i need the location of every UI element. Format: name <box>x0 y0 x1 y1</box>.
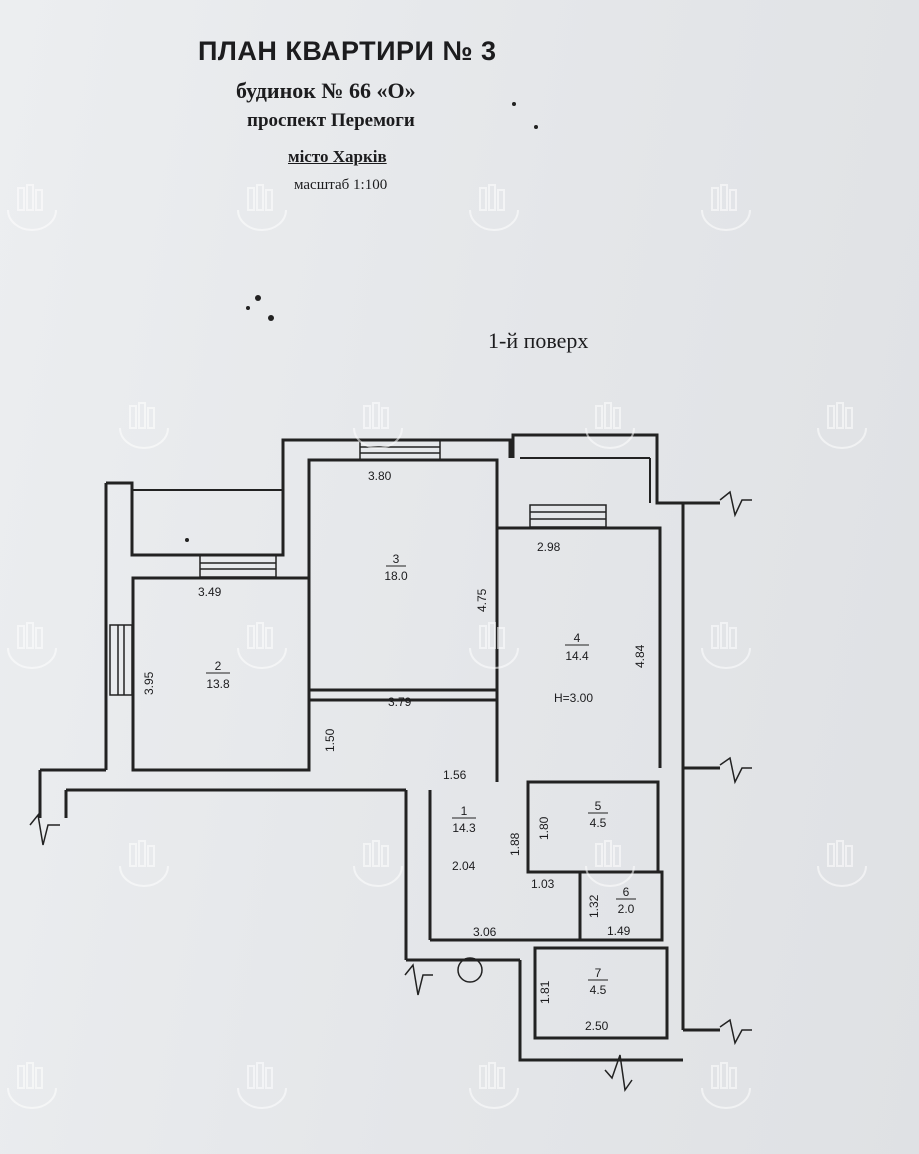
watermark-logo-icon <box>7 1062 57 1109</box>
dim-label: 3.80 <box>368 469 392 483</box>
dim-label: 2.04 <box>452 859 476 873</box>
dim-label: 1.32 <box>587 894 601 918</box>
watermark-logo-icon <box>353 840 403 887</box>
ink-spots <box>185 102 538 542</box>
watermark-logo-icon <box>469 1062 519 1109</box>
dim-label: 1.49 <box>607 924 631 938</box>
room-5-number: 5 <box>595 799 602 813</box>
watermark-logo-icon <box>119 840 169 887</box>
watermark-logo-icon <box>237 184 287 231</box>
city-name: місто Харків <box>288 147 387 166</box>
dim-label: 1.81 <box>538 980 552 1004</box>
dim-label: 2.50 <box>585 1019 609 1033</box>
dim-label: 3.95 <box>142 671 156 695</box>
plan-title: ПЛАН КВАРТИРИ № 3 <box>198 36 497 66</box>
break-marks <box>29 490 752 1092</box>
watermark-logo-icon <box>237 1062 287 1109</box>
dim-label: 4.84 <box>633 644 647 668</box>
room-1-area: 14.3 <box>452 821 476 835</box>
watermark-logo-icon <box>701 1062 751 1109</box>
street-name: проспект Перемоги <box>247 110 415 131</box>
watermark-logo-icon <box>119 402 169 449</box>
room-5-area: 4.5 <box>590 816 607 830</box>
dim-label: 1.80 <box>537 816 551 840</box>
room-labels: 3 18.0 2 13.8 4 14.4 H=3.00 1 14.3 5 4.5… <box>206 552 636 997</box>
dim-label: 3.49 <box>198 585 222 599</box>
watermark-logo-icon <box>701 184 751 231</box>
watermark-logo-icon <box>817 840 867 887</box>
dim-label: 1.88 <box>508 832 522 856</box>
watermark-logo-icon <box>817 402 867 449</box>
dim-label: 1.03 <box>531 877 555 891</box>
dim-label: 3.06 <box>473 925 497 939</box>
room-2-area: 13.8 <box>206 677 230 691</box>
watermark-logo-icon <box>701 622 751 669</box>
room-4-area: 14.4 <box>565 649 589 663</box>
dim-label: 4.75 <box>475 588 489 612</box>
floor-label: 1-й поверх <box>488 328 589 353</box>
room-6-area: 2.0 <box>618 902 635 916</box>
outer-walls <box>38 433 720 1062</box>
room-1-number: 1 <box>461 804 468 818</box>
room-3-area: 18.0 <box>384 569 408 583</box>
watermark-logo-icon <box>353 402 403 449</box>
watermark-logo-icon <box>585 840 635 887</box>
scale-label: масштаб 1:100 <box>294 177 388 193</box>
watermark-logo-icon <box>7 622 57 669</box>
dimension-labels: 3.80 3.49 3.95 2.98 4.75 4.84 3.79 1.50 … <box>142 469 647 1033</box>
dim-label: 2.98 <box>537 540 561 554</box>
watermark-logo-icon <box>7 184 57 231</box>
watermark-logo-icon <box>585 402 635 449</box>
room-3-number: 3 <box>393 552 400 566</box>
ceiling-height: H=3.00 <box>554 691 593 705</box>
window-marks <box>109 439 607 983</box>
room-4-number: 4 <box>574 631 581 645</box>
dim-label: 1.56 <box>443 768 467 782</box>
dim-label: 3.79 <box>388 695 412 709</box>
room-7-number: 7 <box>595 966 602 980</box>
watermark-logo-icon <box>469 622 519 669</box>
room-7-area: 4.5 <box>590 983 607 997</box>
room-6-number: 6 <box>623 885 630 899</box>
dim-label: 1.50 <box>323 728 337 752</box>
room-2-number: 2 <box>215 659 222 673</box>
house-number: будинок № 66 «О» <box>236 78 416 103</box>
watermark-logo-icon <box>469 184 519 231</box>
watermark-logo-icon <box>237 622 287 669</box>
